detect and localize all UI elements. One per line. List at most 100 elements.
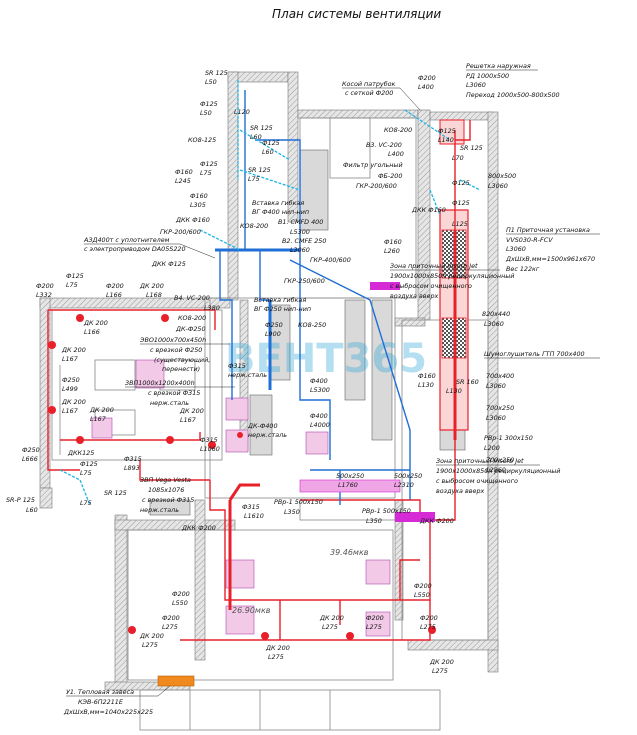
label: нерж.сталь: [228, 371, 267, 379]
label: L75: [80, 469, 92, 477]
label: L900: [265, 330, 281, 338]
label: Шумоглушитель ГТП 700х400: [484, 350, 585, 358]
label: Ф125: [452, 199, 470, 207]
label: SR 125: [104, 489, 127, 497]
label: L3060: [466, 81, 486, 89]
label: ГКР-200/600: [356, 182, 397, 190]
label: с врезкой Ф315: [142, 496, 194, 504]
label: Ф250: [62, 376, 80, 384]
label: L550: [414, 591, 430, 599]
label: Переход 1000х500-800х500: [466, 91, 560, 99]
label: Фильтр угольный: [343, 161, 403, 169]
label: Косой патрубок: [342, 80, 396, 88]
label: L140: [438, 136, 454, 144]
label: РВр-1 500х150: [274, 498, 323, 506]
label: L167: [180, 416, 196, 424]
label: SR 125: [205, 69, 228, 77]
label: ЗВП Vega Vesta: [140, 476, 191, 484]
label: КЭВ-6П2211Е: [78, 698, 124, 706]
label: L275: [322, 623, 338, 631]
label: L75: [200, 169, 212, 177]
label: Ф125: [80, 460, 98, 468]
label: ДК-Ф400: [247, 422, 278, 430]
label: П1 Приточная установка: [506, 226, 590, 234]
label: ДКК Ф160: [175, 216, 210, 224]
label: ДКК Ф200: [419, 517, 454, 525]
label: VVS030-R-FCV: [506, 236, 553, 244]
label: Ф160: [384, 238, 402, 246]
label: В2. СМFE 250: [282, 237, 326, 245]
label: ГКР-200/600: [160, 228, 201, 236]
label: ДК 200: [61, 346, 86, 354]
label: Ф250: [22, 446, 40, 454]
exhaust-main-duct: [215, 248, 300, 390]
label: ВГ Ф250 нип-нип: [254, 305, 311, 313]
label: КО8-250: [298, 321, 326, 329]
label: ДКК125: [67, 449, 94, 457]
label: Ф200: [420, 614, 438, 622]
label: с выбросом очищенного: [436, 477, 518, 485]
label: ДК 200: [179, 407, 204, 415]
label: SR 125: [250, 124, 273, 132]
flex-ducts: [59, 80, 481, 506]
label: L1060: [200, 445, 220, 453]
label: L350: [284, 508, 300, 516]
label: воздуха вверх: [390, 292, 439, 300]
label: L499: [62, 385, 78, 393]
label: L1760: [338, 481, 358, 489]
label: L70: [452, 154, 464, 162]
label: ДК 200: [83, 319, 108, 327]
label: Ф125: [438, 127, 456, 135]
label: КО8-200: [240, 222, 268, 230]
area-label: 26.90мкв: [232, 606, 271, 615]
label: ДК 200: [139, 632, 164, 640]
label: L275: [268, 653, 284, 661]
label: L400: [388, 150, 404, 158]
label: L3060: [290, 246, 310, 254]
label: Ф400: [310, 377, 328, 385]
annotation-labels: Решетка наружная РД 1000х500 L3060 Перех…: [6, 62, 595, 716]
label: L200: [484, 444, 500, 452]
label: 700х400: [486, 372, 514, 380]
label: КО8-200: [178, 314, 206, 322]
label: 700х250: [486, 404, 514, 412]
label: Ф125: [262, 139, 280, 147]
label: SR 125: [248, 166, 271, 174]
label: L4000: [310, 421, 330, 429]
label: перенести): [162, 365, 200, 373]
label: Ф125: [66, 272, 84, 280]
label: Ф160: [418, 372, 436, 380]
label: L130: [446, 387, 462, 395]
label: L75: [248, 175, 260, 183]
insorb-zones: [299, 282, 435, 522]
label: L120: [234, 108, 250, 116]
leader-lines: [66, 69, 600, 697]
label: L60: [26, 506, 38, 514]
label: SR 125: [460, 144, 483, 152]
label: Ф125: [452, 179, 470, 187]
label: В4. VC-200: [174, 294, 210, 302]
label: SR 160: [456, 378, 479, 386]
label: 820х440: [482, 310, 510, 318]
label: Зона приточный Insorb Jet: [390, 262, 478, 270]
label: L167: [90, 415, 106, 423]
label: ДК-Ф250: [175, 325, 206, 333]
label: L260: [384, 247, 400, 255]
label: L167: [62, 355, 78, 363]
label: L2310: [394, 481, 414, 489]
label: с выбросом очищенного: [390, 282, 472, 290]
label: ЗВП1000х1200х400h: [125, 379, 195, 387]
label: нерж.сталь: [248, 431, 287, 439]
label: Ф400: [310, 412, 328, 420]
label: Вес 122кг: [506, 265, 540, 273]
label: ДКК Ф200: [181, 524, 216, 532]
label: Ф200: [414, 582, 432, 590]
label: ДК 200: [61, 398, 86, 406]
label: L2860: [486, 466, 506, 474]
label: с электроприводом DA05S220: [84, 245, 186, 253]
label: L3060: [488, 182, 508, 190]
label: L275: [162, 623, 178, 631]
label: L168: [146, 291, 162, 299]
label: Ф315: [124, 455, 142, 463]
